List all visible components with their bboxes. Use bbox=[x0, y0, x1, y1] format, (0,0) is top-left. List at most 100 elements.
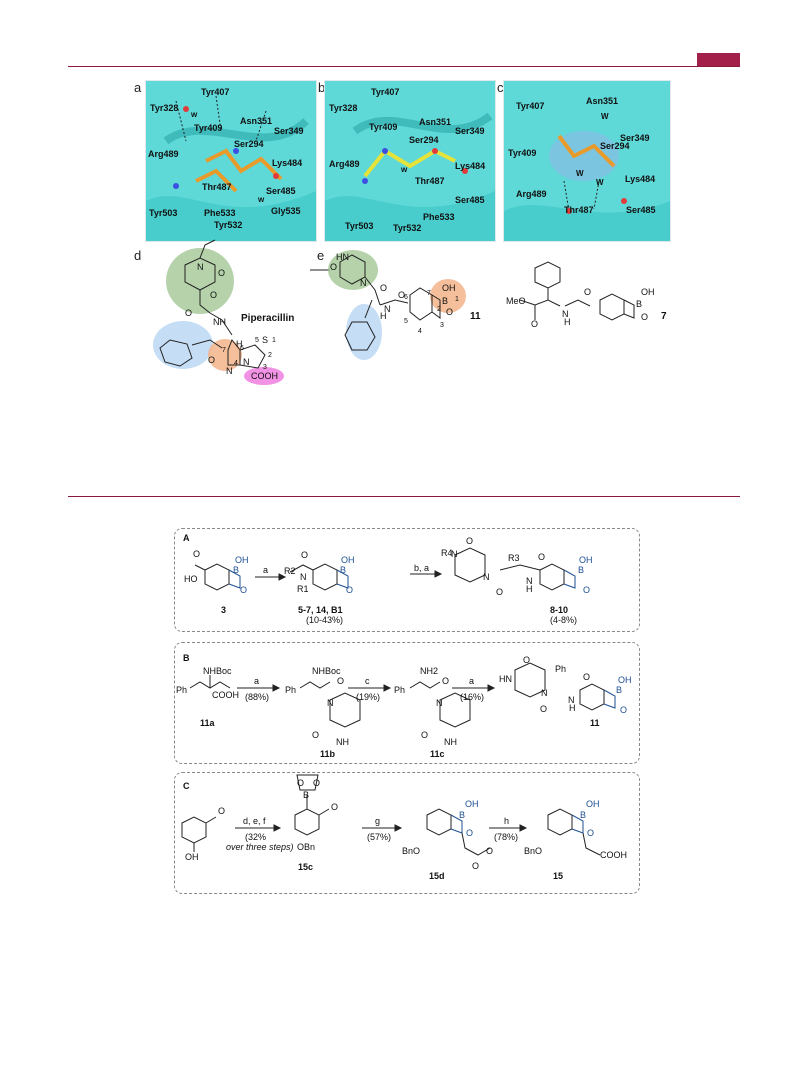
ring-number: 2 bbox=[268, 352, 272, 359]
compound-number: 15c bbox=[298, 862, 314, 872]
atom-label: N bbox=[541, 688, 548, 698]
atom-label: Ph bbox=[394, 685, 406, 695]
compound-number: 11 bbox=[590, 718, 600, 728]
yield-label: (4-8%) bbox=[550, 615, 578, 625]
atom-label: O bbox=[312, 730, 320, 740]
atom-label: O bbox=[583, 672, 591, 682]
residue-label: Ser349 bbox=[274, 126, 304, 136]
compound-number: 15d bbox=[429, 871, 445, 881]
atom-label: NHBoc bbox=[312, 666, 341, 676]
atom-label: R2 bbox=[284, 566, 296, 576]
residue-label: Asn351 bbox=[419, 117, 452, 127]
atom-label: HO bbox=[184, 574, 198, 584]
yield-label: (57%) bbox=[367, 832, 392, 842]
residue-label: Tyr409 bbox=[369, 122, 398, 132]
atom-label: H bbox=[380, 311, 387, 321]
atom-label: O bbox=[297, 778, 305, 788]
ring-number: 1 bbox=[455, 296, 459, 303]
atom-label: O bbox=[330, 262, 338, 272]
atom-label: R3 bbox=[508, 553, 520, 563]
protein-ribbon-b bbox=[325, 112, 495, 241]
compound-name: Piperacillin bbox=[241, 313, 295, 324]
compound-number: 3 bbox=[221, 605, 227, 615]
residue-label: Phe533 bbox=[204, 208, 236, 218]
atom-label: B bbox=[303, 790, 310, 800]
atom-label: BnO bbox=[524, 846, 543, 856]
atom-label: O bbox=[313, 778, 321, 788]
compound-number: 8-10 bbox=[550, 605, 569, 615]
atom-label: R4 bbox=[441, 548, 453, 558]
atom-label: N bbox=[568, 695, 575, 705]
atom-label: O bbox=[466, 536, 474, 546]
water-label: w bbox=[258, 195, 265, 204]
atom-label: N bbox=[562, 309, 569, 319]
atom-label: N bbox=[197, 262, 204, 272]
atom-label: OH bbox=[235, 555, 249, 565]
panel-b-label: b bbox=[318, 80, 326, 95]
residue-label: Ser294 bbox=[409, 135, 439, 145]
atom-label: N bbox=[327, 698, 334, 708]
residue-label: Asn351 bbox=[586, 96, 619, 106]
scheme-b-label: B bbox=[183, 653, 190, 663]
atom-label: OH bbox=[586, 799, 600, 809]
atom-label: B bbox=[340, 565, 347, 575]
atom-label: O bbox=[486, 846, 494, 856]
atom-label: NHBoc bbox=[203, 666, 232, 676]
atom-label: O bbox=[185, 308, 193, 318]
atom-label: COOH bbox=[600, 850, 627, 860]
atom-label: O bbox=[531, 319, 539, 329]
atom-label: MeO bbox=[506, 296, 526, 306]
scheme-c-box bbox=[174, 772, 640, 894]
ring-number: 3 bbox=[440, 322, 444, 329]
atom-label: N bbox=[243, 357, 250, 367]
atom-label: NH bbox=[444, 737, 457, 747]
panel-a-structure: Tyr407 Tyr328 Tyr409 Asn351 Ser349 Ser29… bbox=[145, 80, 317, 242]
residue-label: Tyr532 bbox=[214, 220, 243, 230]
atom-label: O bbox=[337, 676, 345, 686]
atom-label: S bbox=[262, 335, 269, 345]
yield-label: (16%) bbox=[460, 692, 485, 702]
reagent-label: h bbox=[504, 816, 510, 826]
atom-label: O bbox=[218, 806, 226, 816]
atom-label: HN bbox=[499, 674, 512, 684]
atom-label: O bbox=[240, 585, 248, 595]
panel-c-structure: Tyr407 Asn351 Ser349 Ser294 Tyr409 Lys48… bbox=[503, 80, 671, 242]
section-rule bbox=[68, 496, 740, 497]
residue-label: Phe533 bbox=[423, 212, 455, 222]
atom-label: O bbox=[346, 585, 354, 595]
atom-label: N bbox=[451, 549, 458, 559]
atom-label: B bbox=[459, 810, 466, 820]
residue-label: Ser485 bbox=[266, 186, 296, 196]
panel-e-label: e bbox=[317, 248, 325, 263]
residue-label: Lys484 bbox=[455, 161, 486, 171]
panel-c-label: c bbox=[497, 80, 504, 95]
compound-number: 5-7, 14, B1 bbox=[298, 605, 343, 615]
residue-label: Tyr328 bbox=[329, 103, 358, 113]
ring-number: 6 bbox=[240, 345, 244, 352]
atom-label: OH bbox=[579, 555, 593, 565]
yield-label: (78%) bbox=[494, 832, 519, 842]
reagent-label: a bbox=[254, 676, 260, 686]
reagent-label: b, a bbox=[414, 563, 430, 573]
atom-label: NH bbox=[213, 317, 226, 327]
residue-label: Lys484 bbox=[625, 174, 656, 184]
atom-label: H bbox=[569, 703, 576, 713]
atom-label: N bbox=[483, 572, 490, 582]
atom-label: Ph bbox=[555, 664, 567, 674]
atom-label: N bbox=[360, 278, 367, 288]
atom-label: O bbox=[331, 802, 339, 812]
atom-label: COOH bbox=[212, 690, 239, 700]
atom-label: O bbox=[193, 549, 201, 559]
atom-label: HN bbox=[336, 252, 349, 262]
scheme-c-label: C bbox=[183, 781, 190, 791]
atom-label: B bbox=[578, 565, 585, 575]
atom-label: NH bbox=[336, 737, 349, 747]
residue-label: Asn351 bbox=[240, 116, 273, 126]
atom-label: B bbox=[233, 565, 240, 575]
water-label: W bbox=[601, 112, 609, 121]
atom-label: O bbox=[421, 730, 429, 740]
atom-label: OH bbox=[618, 675, 632, 685]
atom-label: B bbox=[636, 299, 643, 309]
atom-label: O bbox=[620, 705, 628, 715]
atom-label: B bbox=[616, 685, 623, 695]
